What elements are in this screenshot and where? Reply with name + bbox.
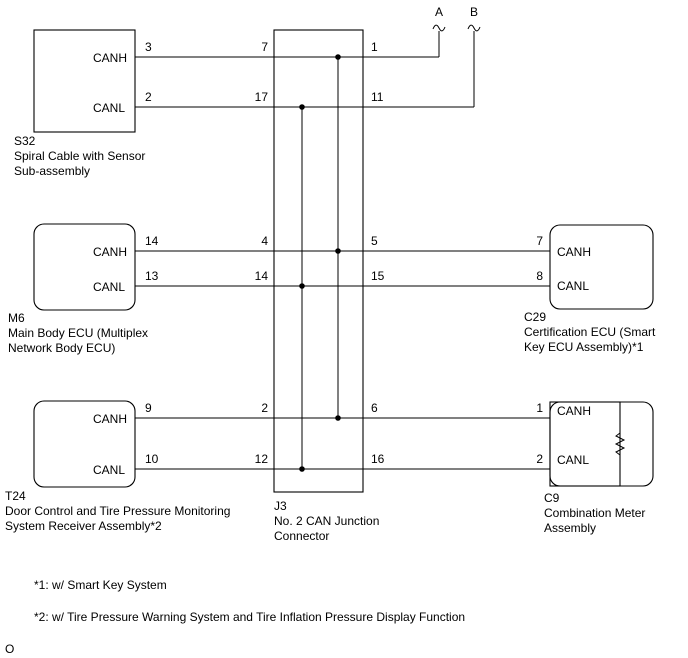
pin-number: 7 bbox=[261, 40, 268, 54]
c29-name-line: Certification ECU (Smart bbox=[524, 325, 656, 339]
m6-box bbox=[33, 223, 136, 311]
t24-code: T24 bbox=[5, 489, 26, 503]
c29-canl-label: CANL bbox=[557, 279, 589, 293]
pin-number: 10 bbox=[145, 452, 159, 466]
s32-name-line: Spiral Cable with Sensor bbox=[14, 149, 145, 163]
footnote-smart-key: *1: w/ Smart Key System bbox=[34, 578, 167, 592]
m6-canl-label: CANL bbox=[93, 280, 125, 294]
pin-number: 1 bbox=[536, 401, 543, 415]
pin-number: 7 bbox=[536, 234, 543, 248]
s32-code: S32 bbox=[14, 134, 36, 148]
pin-number: 2 bbox=[145, 90, 152, 104]
c9-code: C9 bbox=[544, 491, 560, 505]
s32-canh-label: CANH bbox=[93, 51, 127, 65]
link-a-label: A bbox=[435, 5, 443, 19]
pin-number: 11 bbox=[371, 90, 384, 104]
c29-canh-label: CANH bbox=[557, 245, 591, 259]
junction-dot bbox=[299, 104, 305, 110]
j3-code: J3 bbox=[274, 499, 287, 513]
s32-canl-label: CANL bbox=[93, 101, 125, 115]
pin-number: 3 bbox=[145, 40, 152, 54]
pin-number: 17 bbox=[255, 90, 269, 104]
pin-number: 12 bbox=[255, 452, 269, 466]
pin-number: 13 bbox=[145, 269, 159, 283]
j3-name-line: Connector bbox=[274, 529, 329, 543]
pin-number: 4 bbox=[261, 234, 268, 248]
m6-canh-label: CANH bbox=[93, 245, 127, 259]
pin-number: 14 bbox=[255, 269, 269, 283]
pin-number: 1 bbox=[371, 40, 378, 54]
junction-dot bbox=[299, 283, 305, 289]
footnote-tire-pressure: *2: w/ Tire Pressure Warning System and … bbox=[34, 610, 465, 624]
pin-number: 2 bbox=[261, 401, 268, 415]
junction-dot bbox=[299, 466, 305, 472]
pin-number: 5 bbox=[371, 234, 378, 248]
t24-canh-label: CANH bbox=[93, 412, 127, 426]
c9-inner-box bbox=[549, 401, 621, 487]
c9-canh-label: CANH bbox=[557, 404, 591, 418]
m6-code: M6 bbox=[8, 311, 25, 325]
link-a-break-icon bbox=[432, 24, 446, 32]
t24-canl-label: CANL bbox=[93, 463, 125, 477]
s32-box bbox=[33, 29, 136, 133]
c29-box bbox=[549, 224, 654, 310]
t24-box bbox=[33, 400, 136, 488]
m6-name-line: Main Body ECU (Multiplex bbox=[8, 326, 148, 340]
t24-name-line: System Receiver Assembly*2 bbox=[5, 519, 162, 533]
pin-number: 6 bbox=[371, 401, 378, 415]
junction-dot bbox=[335, 248, 341, 254]
j3-name-line: No. 2 CAN Junction bbox=[274, 514, 379, 528]
c9-termination-resistor-icon bbox=[614, 418, 626, 460]
c29-code: C29 bbox=[524, 310, 546, 324]
pin-number: 9 bbox=[145, 401, 152, 415]
link-b-label: B bbox=[470, 5, 478, 19]
junction-dot bbox=[335, 415, 341, 421]
c29-name-line: Key ECU Assembly)*1 bbox=[524, 340, 644, 354]
pin-number: 16 bbox=[371, 452, 385, 466]
pin-number: 15 bbox=[371, 269, 385, 283]
m6-name-line: Network Body ECU) bbox=[8, 341, 115, 355]
s32-name-line: Sub-assembly bbox=[14, 164, 90, 178]
c9-name-line: Combination Meter bbox=[544, 506, 645, 520]
pin-number: 2 bbox=[536, 452, 543, 466]
j3-box bbox=[273, 29, 364, 493]
pin-number: 14 bbox=[145, 234, 159, 248]
junction-dot bbox=[335, 54, 341, 60]
pin-number: 8 bbox=[536, 269, 543, 283]
link-b-break-icon bbox=[467, 24, 481, 32]
t24-name-line: Door Control and Tire Pressure Monitorin… bbox=[5, 504, 230, 518]
footer-mark: O bbox=[5, 642, 14, 656]
c9-name-line: Assembly bbox=[544, 521, 596, 535]
c9-canl-label: CANL bbox=[557, 453, 589, 467]
